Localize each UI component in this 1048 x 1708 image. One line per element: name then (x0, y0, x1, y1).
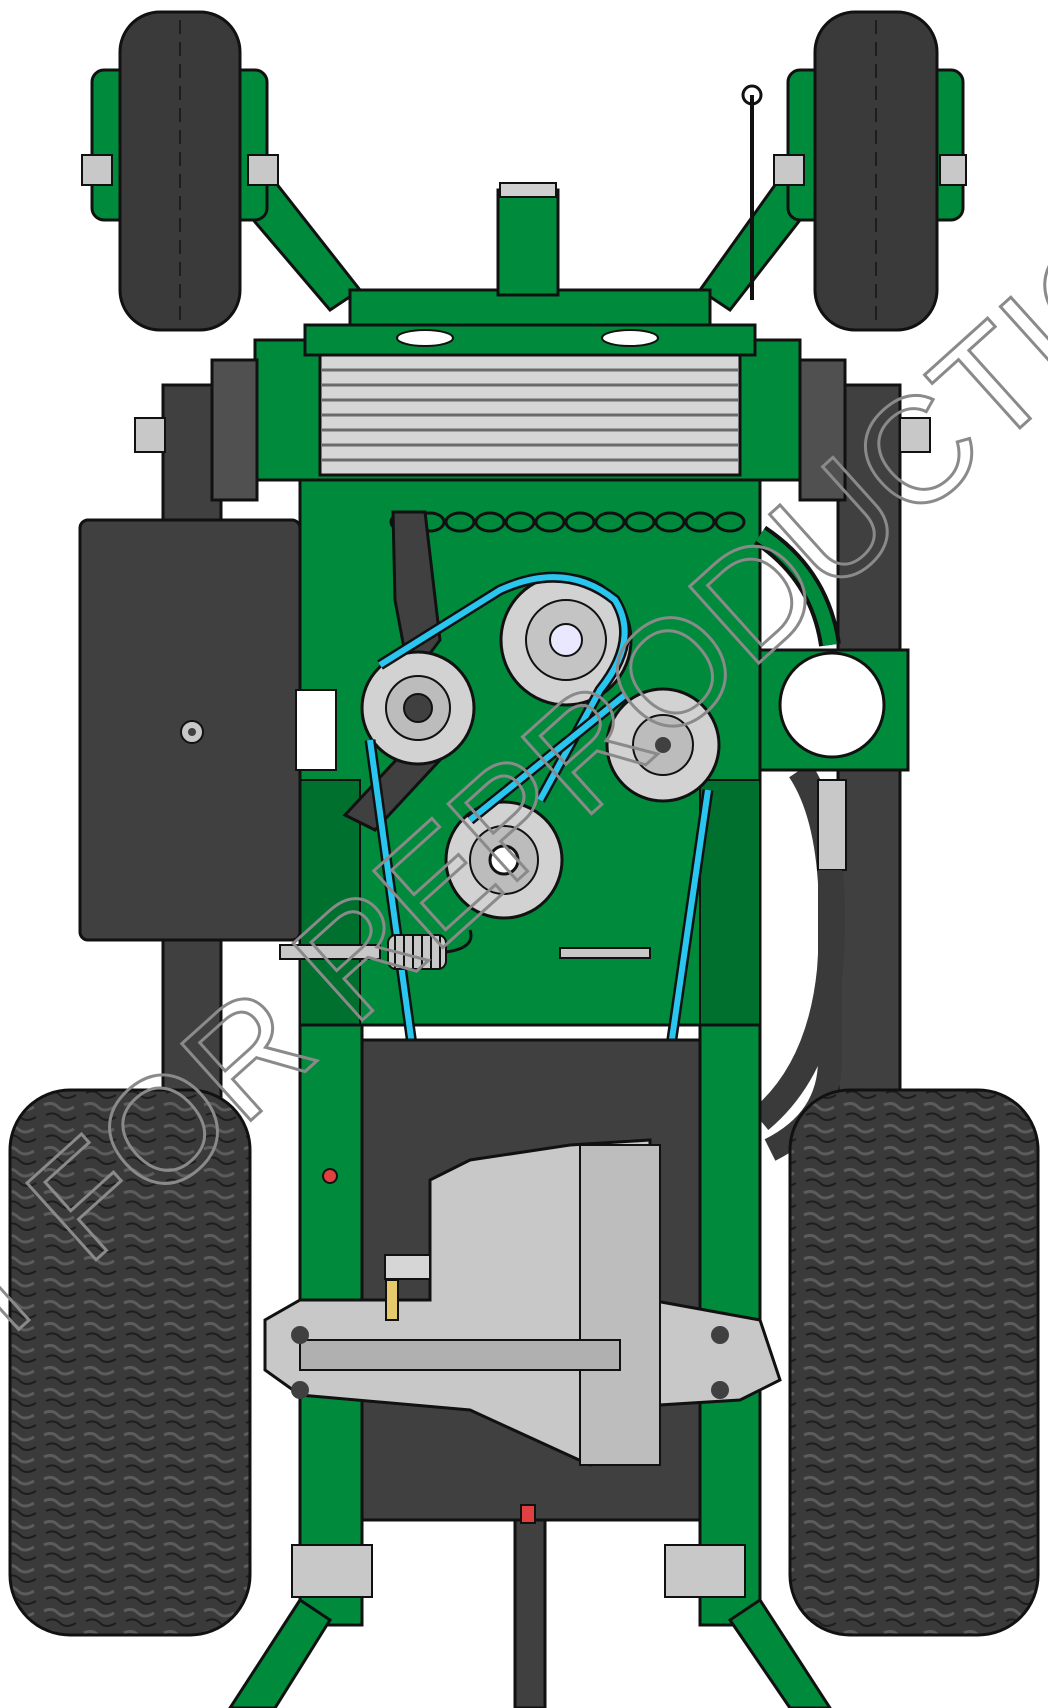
caster-wheel-right (773, 10, 967, 332)
caster-wheel-left (81, 10, 279, 332)
drive-pulley-bottom (444, 800, 564, 920)
radiator-grille (134, 323, 931, 502)
tension-spring (279, 929, 651, 970)
idler-pulley-right (605, 687, 721, 803)
drive-pulley-top (499, 573, 633, 707)
drive-wheel-right (788, 1088, 1040, 1637)
red-marker (322, 1168, 338, 1184)
idler-pulley-left (360, 650, 476, 766)
battery-box (78, 518, 337, 942)
fuel-filter (753, 525, 910, 1161)
drive-wheel-left (8, 1088, 252, 1637)
transaxle (263, 1138, 782, 1467)
